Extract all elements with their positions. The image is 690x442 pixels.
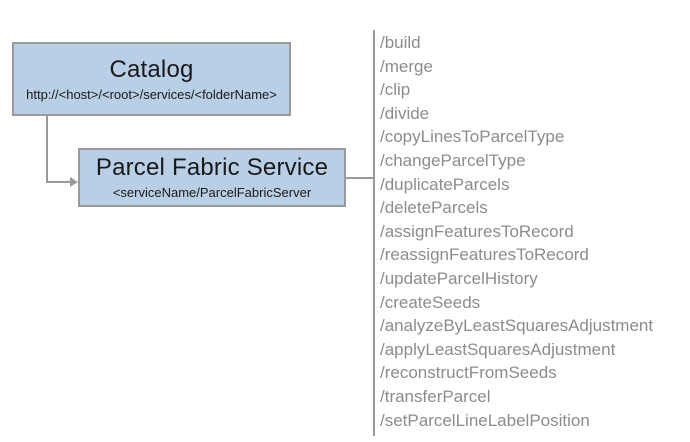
operation-item: /reconstructFromSeeds — [380, 363, 557, 383]
operation-item: /changeParcelType — [380, 150, 526, 170]
arrowhead-icon — [70, 177, 78, 187]
node-catalog: Catalog http://<host>/<root>/services/<f… — [12, 42, 291, 116]
operation-item: /transferParcel — [380, 386, 491, 406]
node-parcel-fabric-service-title: Parcel Fabric Service — [95, 154, 329, 181]
operation-item: /setParcelLineLabelPosition — [380, 410, 590, 430]
operation-item: /duplicateParcels — [380, 174, 510, 194]
operations-list: /build/merge/clip/divide/copyLinesToParc… — [380, 31, 686, 432]
operation-item: /createSeeds — [380, 292, 481, 312]
node-parcel-fabric-service-subtitle: <serviceName/ParcelFabricServer — [112, 185, 312, 200]
connector-service-to-operations — [346, 177, 374, 179]
node-catalog-subtitle: http://<host>/<root>/services/<folderNam… — [26, 86, 277, 102]
operation-item: /deleteParcels — [380, 198, 488, 218]
connector-catalog-horizontal — [46, 181, 72, 183]
operation-item: /assignFeaturesToRecord — [380, 221, 574, 241]
operation-item: /applyLeastSquaresAdjustment — [380, 339, 616, 359]
operation-item: /divide — [380, 103, 430, 123]
operations-divider — [373, 30, 375, 436]
connector-catalog-vertical — [46, 116, 48, 183]
operation-item: /build — [380, 33, 421, 52]
operation-item: /clip — [380, 80, 411, 100]
operation-item: /copyLinesToParcelType — [380, 127, 565, 147]
operation-item: /merge — [380, 56, 433, 76]
operation-item: /analyzeByLeastSquaresAdjustment — [380, 316, 654, 336]
node-catalog-title: Catalog — [109, 55, 194, 83]
operation-item: /reassignFeaturesToRecord — [380, 245, 589, 265]
operation-item: /updateParcelHistory — [380, 268, 538, 288]
node-parcel-fabric-service: Parcel Fabric Service <serviceName/Parce… — [78, 148, 346, 207]
